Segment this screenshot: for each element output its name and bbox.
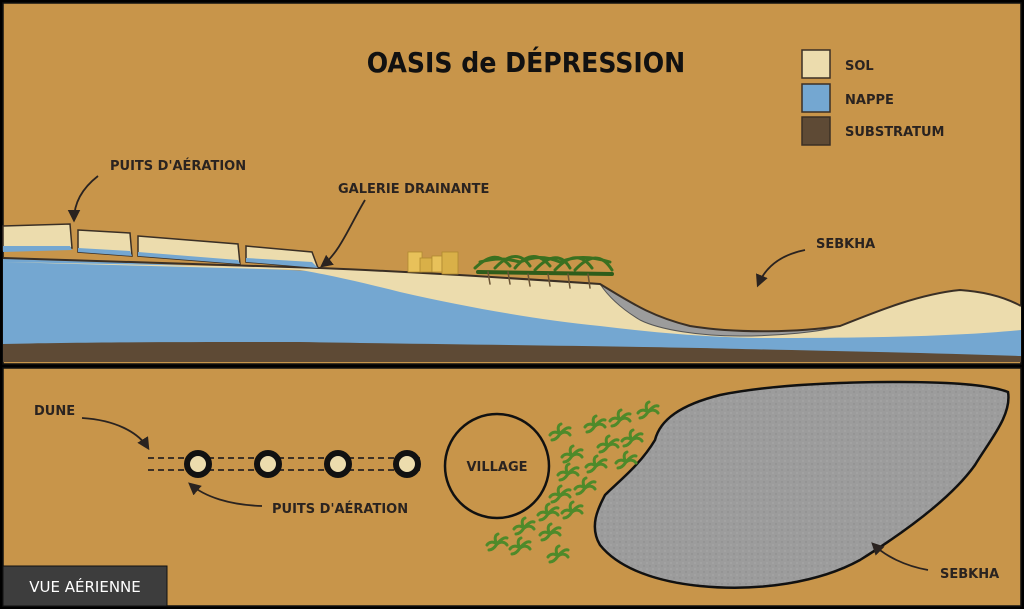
legend-label-sol: SOL — [845, 59, 874, 74]
sol-layer — [3, 262, 1021, 338]
aeration-well-3 — [324, 450, 352, 478]
aerial-panel: VILLAGE — [2, 367, 1022, 607]
view-label: VUE AÉRIENNE — [29, 577, 140, 596]
legend: SOL NAPPE SUBSTRATUM — [801, 49, 944, 146]
aeration-well-1 — [184, 450, 212, 478]
cross-section-panel: OASIS de DÉPRESSION SOL NAPPE SUBSTRATUM — [2, 2, 1022, 365]
palm-grove — [473, 255, 614, 289]
aeration-well-2 — [254, 450, 282, 478]
arrow-puits-aerial — [188, 482, 263, 507]
label-dune: DUNE — [34, 404, 75, 419]
arrow-galerie — [320, 199, 366, 268]
drainage-gallery — [2, 223, 320, 269]
arrow-dune — [81, 417, 150, 451]
label-puits-section: PUITS D'AÉRATION — [110, 158, 246, 174]
legend-swatch-sol — [801, 49, 831, 79]
village-buildings — [407, 251, 459, 275]
view-label-box — [2, 565, 168, 607]
label-galerie: GALERIE DRAINANTE — [338, 182, 489, 197]
ground-surface — [2, 257, 1022, 333]
label-sebkha-aerial: SEBKHA — [940, 567, 999, 582]
diagram-title: OASIS de DÉPRESSION — [367, 45, 686, 79]
village-circle — [443, 412, 551, 520]
arrow-puits-section — [67, 175, 99, 223]
legend-swatch-substratum — [801, 116, 831, 146]
arrow-sebkha-aerial — [871, 542, 929, 571]
legend-swatch-nappe — [801, 83, 831, 113]
legend-label-substratum: SUBSTRATUM — [845, 125, 944, 140]
sebkha-aerial — [593, 380, 1010, 589]
substratum-layer — [3, 338, 1021, 362]
gallery-aerial — [148, 450, 421, 478]
label-puits-aerial: PUITS D'AÉRATION — [272, 501, 408, 517]
label-village: VILLAGE — [466, 460, 527, 475]
aeration-well-4 — [393, 450, 421, 478]
legend-label-nappe: NAPPE — [845, 93, 894, 108]
arrow-sebkha-section — [756, 249, 806, 288]
label-sebkha-section: SEBKHA — [816, 237, 875, 252]
nappe-layer — [3, 258, 1021, 356]
